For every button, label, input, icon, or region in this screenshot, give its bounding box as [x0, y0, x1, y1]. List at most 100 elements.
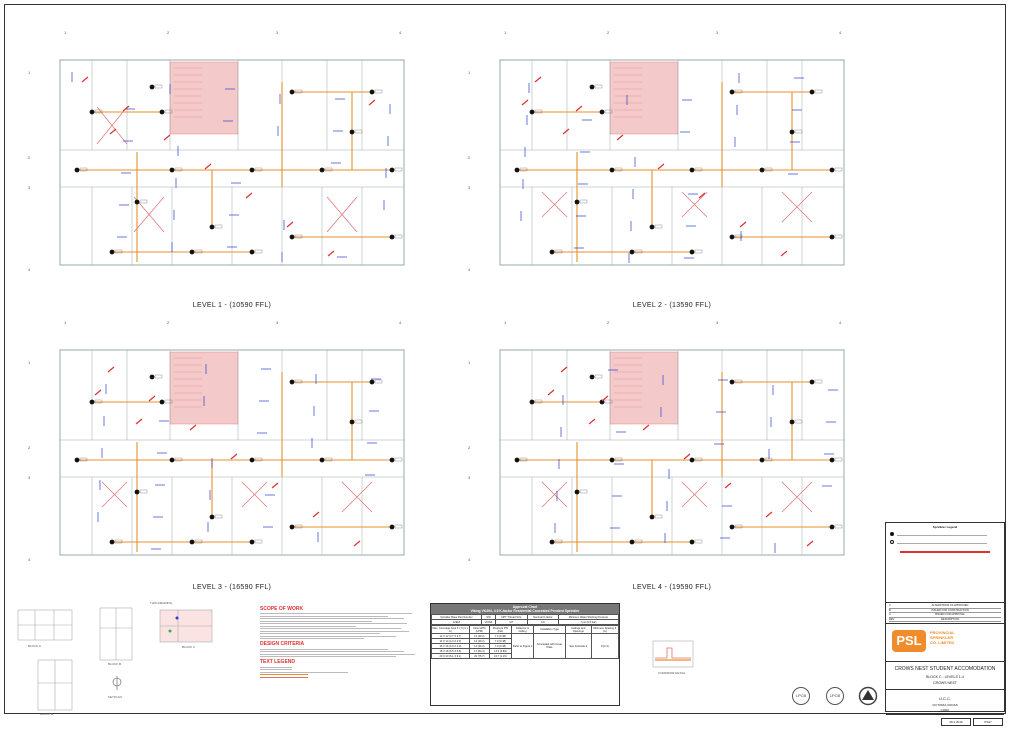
flow-arrow — [327, 250, 335, 257]
project-title: CROWS NEST STUDENT ACCOMODATION — [894, 666, 996, 672]
sprinkler-head — [134, 199, 140, 205]
grid-column-marker: 4 — [399, 30, 402, 35]
pipe-size-tag — [634, 539, 643, 544]
flow-arrow — [271, 482, 279, 489]
approval-cell: 16.7 (1.15) — [488, 653, 512, 659]
keyplan-block-a: BLOCK A — [28, 644, 41, 648]
sprinkler-head — [389, 167, 395, 173]
pipe-size-tag — [394, 457, 403, 462]
grid-row-marker: 3 — [28, 185, 31, 190]
lpcb-cert-2: LPCB — [826, 687, 844, 705]
client-address-2: CORK — [940, 708, 950, 712]
void-cross — [96, 106, 128, 145]
level-2-label: LEVEL 2 - (13590 FFL) — [632, 302, 712, 309]
sprinkler-head — [689, 457, 695, 463]
sprinkler-head — [109, 249, 115, 255]
sprinkler-head — [389, 524, 395, 530]
pipe-size-tag — [214, 514, 223, 519]
approval-deflector: Refer to Figure 1 — [510, 633, 535, 659]
flow-arrow — [588, 418, 596, 425]
grid-column-marker: 3 — [276, 320, 279, 325]
grid-column-marker: 2 — [167, 320, 170, 325]
pipe-size-tag — [694, 457, 703, 462]
void-cross — [101, 481, 128, 508]
sprinkler-head — [319, 457, 325, 463]
void-cross — [681, 191, 708, 218]
lpcb-cert-1: LPCB — [792, 687, 810, 705]
void-cross — [541, 191, 568, 218]
pipe-size-tag — [579, 199, 588, 204]
void-cross — [781, 191, 813, 223]
sprinkler-head — [689, 167, 695, 173]
pipe-size-tag — [139, 199, 148, 204]
sprinkler-head — [829, 234, 835, 240]
pipe-size-tag — [604, 109, 613, 114]
grid-column-marker: 1 — [64, 30, 67, 35]
pipe-size-tag — [174, 167, 183, 172]
flow-arrow — [616, 134, 624, 141]
approval-spacing: 8 (2.4) — [590, 633, 620, 659]
pipe-size-tag — [139, 489, 148, 494]
pipe-size-tag — [554, 539, 563, 544]
pipe-size-tag — [614, 167, 623, 172]
sprinkler-head — [349, 419, 355, 425]
scope-heading: SCOPE OF WORK — [260, 606, 304, 612]
flow-arrow — [368, 99, 376, 106]
grid-row-marker: 4 — [468, 267, 471, 272]
sprinkler-head — [134, 489, 140, 495]
sprinkler-head — [729, 379, 735, 385]
revision-id: REV — [889, 617, 895, 621]
pipe-size-tag — [79, 167, 88, 172]
flow-arrow — [765, 511, 773, 518]
pipe-size-tag — [734, 89, 743, 94]
sprinkler-head — [369, 379, 375, 385]
pipe-size-tag — [534, 399, 543, 404]
sprinkler-head — [689, 539, 695, 545]
sprinkler-head — [169, 167, 175, 173]
approval-row: 12 X 12 (3.7 X 3.7)13 (49.2)7.0 (0.48)Re… — [431, 633, 620, 659]
approval-row: 20 X 20 (6.1 X 6.1)20 (75.7)16.7 (1.15) — [431, 653, 619, 659]
pipe-size-tag — [764, 457, 773, 462]
sprinkler-head — [649, 514, 655, 520]
sprinkler-head — [529, 109, 535, 115]
pipe-size-tag — [694, 167, 703, 172]
approval-installation: Concealed with Cover Plate — [533, 633, 566, 659]
sprinkler-head — [149, 374, 155, 380]
flow-arrow — [107, 366, 115, 373]
flow-arrow — [521, 99, 529, 106]
sprinkler-head — [369, 89, 375, 95]
sprinkler-head — [249, 539, 255, 545]
block-title: BLOCK C - LEVELS 1-4 — [926, 675, 964, 679]
client-address-1: VICTORIA CROSS — [932, 703, 958, 707]
pipe-size-tag — [394, 234, 403, 239]
sprinkler-head — [649, 224, 655, 230]
pipe-size-tag — [324, 167, 333, 172]
sprinkler-head — [549, 249, 555, 255]
th: Installation Type — [533, 625, 566, 634]
pipe-size-tag — [694, 539, 703, 544]
pipe-size-tag — [354, 419, 363, 424]
sprinkler-head — [249, 167, 255, 173]
flow-arrow — [562, 128, 570, 135]
area-title: CROWS NEST — [933, 681, 957, 685]
td: 1/2" — [495, 619, 528, 625]
sprinkler-head — [149, 84, 155, 90]
grid-row-marker: 1 — [468, 70, 471, 75]
sprinkler-head — [289, 89, 295, 95]
pipe-size-tag — [294, 524, 303, 529]
sprinkler-head — [829, 524, 835, 530]
grid-column-marker: 1 — [504, 30, 507, 35]
sprinkler-head — [209, 514, 215, 520]
th: Pressure PSI (bar) — [488, 625, 512, 634]
pipe-size-tag — [94, 399, 103, 404]
flow-arrow — [204, 163, 212, 170]
drawing-number: PS47 — [973, 718, 1003, 726]
flow-arrow — [780, 250, 788, 257]
pipe-size-tag — [554, 249, 563, 254]
sprinkler-head — [729, 524, 735, 530]
pipe-size-tag — [834, 167, 843, 172]
criteria-heading: DESIGN CRITERIA — [260, 641, 305, 648]
grid-column-marker: 2 — [167, 30, 170, 35]
sprinkler-head — [319, 167, 325, 173]
